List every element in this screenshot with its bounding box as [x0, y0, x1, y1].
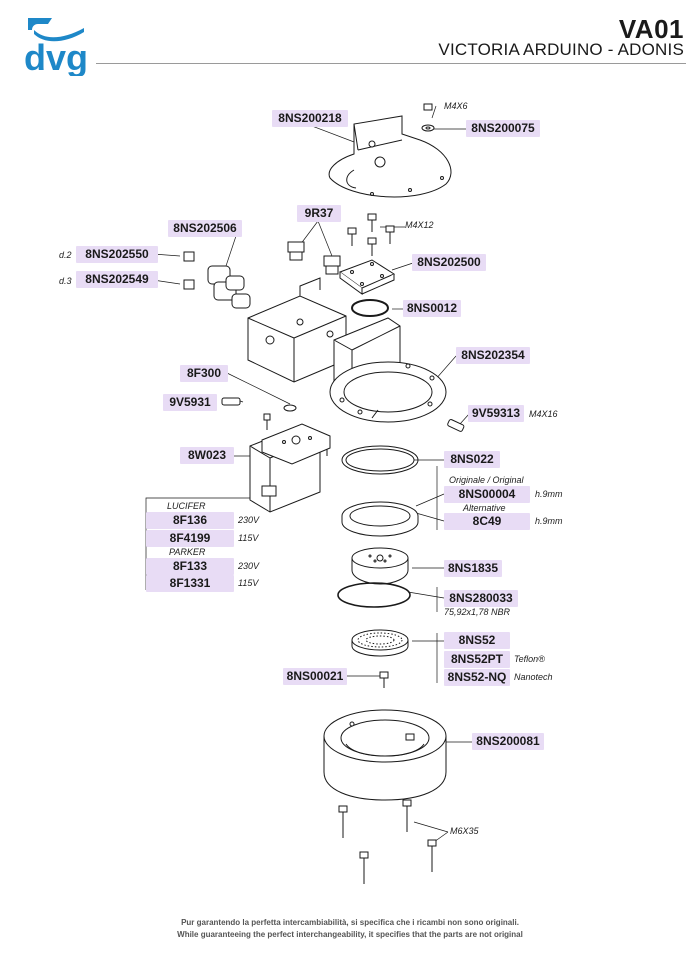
part-tag-8ns200075[interactable]: 8NS200075	[466, 120, 540, 137]
logo-wordmark: dvg	[24, 37, 88, 76]
note-lucifer: LUCIFER	[167, 501, 206, 511]
note-parker: PARKER	[169, 547, 206, 557]
screw-8ns00021-drawing	[379, 671, 389, 688]
part-tag-8f133[interactable]: 8F133	[146, 558, 234, 575]
part-tag-8c49[interactable]: 8C49	[444, 513, 530, 530]
flange-drawing	[329, 361, 447, 423]
part-tag-8ns022[interactable]: 8NS022	[444, 451, 500, 468]
note-height-alternative: h.9mm	[535, 516, 563, 526]
part-tag-8ns00004[interactable]: 8NS00004	[444, 486, 530, 503]
logo-cup-mark	[28, 18, 52, 30]
part-tag-8ns202354[interactable]: 8NS202354	[456, 347, 530, 364]
note-d3: d.3	[59, 276, 72, 286]
part-tag-8ns52[interactable]: 8NS52	[444, 632, 510, 649]
m4x12-screws-drawing	[347, 213, 395, 256]
header-divider	[96, 63, 686, 64]
part-tag-8ns202506[interactable]: 8NS202506	[168, 220, 242, 237]
part-tag-8ns202549[interactable]: 8NS202549	[76, 271, 158, 288]
logo-swoosh	[34, 28, 84, 42]
dvg-logo: dvg	[24, 18, 88, 76]
note-height-original: h.9mm	[535, 489, 563, 499]
part-tag-9v5931[interactable]: 9V5931	[163, 394, 217, 411]
part-tag-8f300[interactable]: 8F300	[180, 365, 228, 382]
shower-holder-drawing	[351, 547, 409, 585]
part-tag-8ns202550[interactable]: 8NS202550	[76, 246, 158, 263]
part-tag-8ns1835[interactable]: 8NS1835	[444, 560, 502, 577]
part-tag-8f136[interactable]: 8F136	[146, 512, 234, 529]
note-d2: d.2	[59, 250, 72, 260]
gasket-8ns022-drawing	[341, 445, 419, 475]
note-voltage-8f4199: 115V	[238, 533, 259, 543]
shower-screen-drawing	[351, 629, 409, 657]
bracket-plate-drawing	[328, 103, 452, 198]
note-m4x6: M4X6	[444, 101, 468, 111]
part-tag-8ns0012[interactable]: 8NS0012	[403, 300, 461, 317]
gasket-8ns00004-drawing	[341, 501, 419, 537]
square-cap-drawing	[338, 259, 396, 295]
oring-8ns280033-drawing	[337, 582, 411, 608]
disclaimer-footer: Pur garantendo la perfetta intercambiabi…	[0, 917, 700, 941]
note-originale: Originale / Original	[449, 475, 524, 485]
plugs-9r37-drawing	[287, 241, 341, 275]
note-m6x35: M6X35	[450, 826, 479, 836]
part-tag-8ns00021[interactable]: 8NS00021	[283, 668, 347, 685]
note-oring-spec: 75,92x1,78 NBR	[444, 607, 511, 617]
machine-model: VICTORIA ARDUINO - ADONIS	[438, 40, 684, 59]
note-alternative: Alternative	[463, 503, 506, 513]
disclaimer-english: While guaranteeing the perfect interchan…	[177, 930, 523, 939]
part-tag-8w023[interactable]: 8W023	[180, 447, 234, 464]
disclaimer-italian: Pur garantendo la perfetta intercambiabi…	[181, 918, 519, 927]
note-voltage-8f133: 230V	[238, 561, 260, 571]
part-tag-8ns200081[interactable]: 8NS200081	[472, 733, 544, 750]
oring-8ns0012-drawing	[351, 299, 389, 317]
note-voltage-8f1331: 115V	[238, 578, 259, 588]
fittings-drawing	[183, 251, 251, 309]
part-tag-8ns202500[interactable]: 8NS202500	[412, 254, 486, 271]
note-teflon: Teflon®	[514, 654, 545, 664]
part-tag-9r37[interactable]: 9R37	[297, 205, 341, 222]
part-tag-8ns280033[interactable]: 8NS280033	[444, 590, 518, 607]
part-tag-8ns200218[interactable]: 8NS200218	[272, 110, 348, 127]
note-m4x16: M4X16	[529, 409, 558, 419]
note-m4x12: M4X12	[405, 220, 434, 230]
ring-8ns200081-drawing	[323, 709, 447, 801]
part-tag-9v59313[interactable]: 9V59313	[468, 405, 524, 422]
note-voltage-8f136: 230V	[238, 515, 260, 525]
part-tag-8ns52pt[interactable]: 8NS52PT	[444, 651, 510, 668]
part-tag-8ns52-nq[interactable]: 8NS52-NQ	[444, 669, 510, 686]
solenoid-valve-drawing	[249, 423, 331, 513]
m6x35-screws-drawing	[338, 799, 437, 884]
solenoid-fasteners-drawing	[221, 397, 465, 456]
part-tag-8f4199[interactable]: 8F4199	[146, 530, 234, 547]
document-code: VA01	[618, 14, 684, 44]
note-nanotech: Nanotech	[514, 672, 553, 682]
part-tag-8f1331[interactable]: 8F1331	[146, 575, 234, 592]
